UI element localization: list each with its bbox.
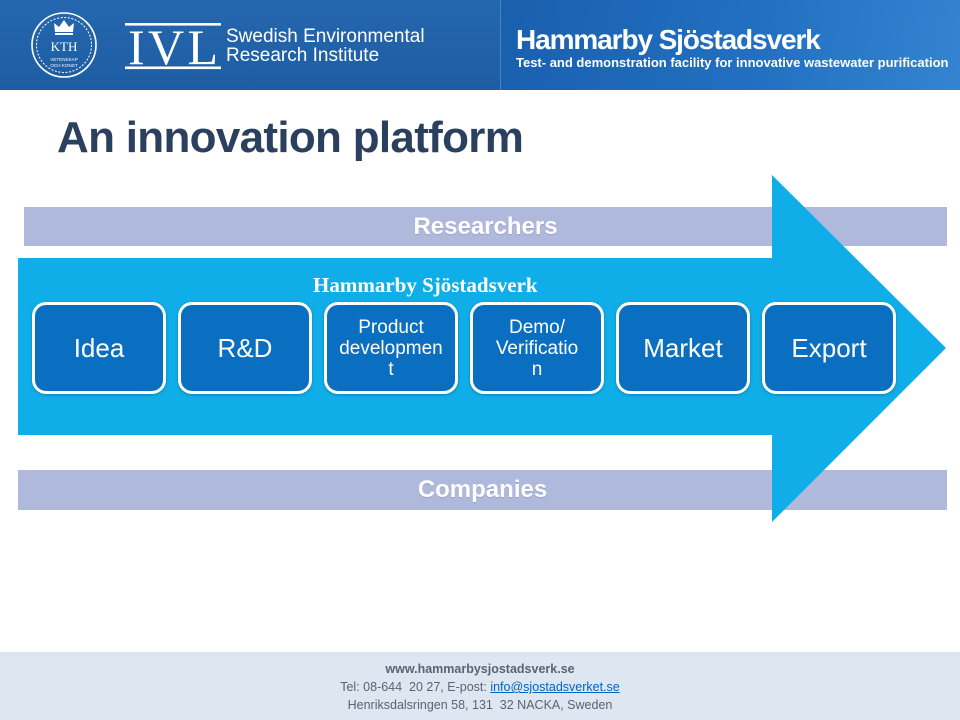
kth-motto-line2: OCH KONST (50, 63, 78, 68)
kth-seal-icon: KTH VETENSKAP OCH KONST (31, 12, 97, 78)
header-facility-panel (500, 0, 960, 90)
stage-label: Export (791, 333, 867, 363)
stage-label: Market (643, 333, 723, 363)
crown-icon (54, 20, 74, 32)
footer-contact-block: www.hammarbysjostadsverk.se Tel: 08-644 … (0, 660, 960, 714)
stage-label: Product development (339, 316, 443, 380)
ivl-logo-bottom-rule (125, 66, 221, 70)
crown-base (55, 33, 73, 35)
kth-mark: KTH (51, 39, 78, 54)
ivl-name-line2: Research Institute (226, 45, 380, 66)
seal-outer-ring (31, 12, 97, 78)
footer-website: www.hammarbysjostadsverk.se (385, 662, 575, 676)
arrow-label: Hammarby Sjöstadsverk (313, 273, 538, 297)
stage-market: Market (616, 302, 750, 394)
seal-wreath-ring (36, 17, 92, 73)
ivl-logo-top-rule (125, 23, 221, 26)
footer-address: Henriksdalsringen 58, 131 32 NACKA, Swed… (347, 698, 613, 712)
footer: www.hammarbysjostadsverk.se Tel: 08-644 … (0, 652, 960, 720)
ivl-logo: IVL (125, 20, 221, 72)
stage-label: Idea (73, 333, 125, 363)
ivl-mark-text: IVL (128, 20, 218, 72)
stage-product-development: Product development (324, 302, 458, 394)
stage-label: R&D (217, 333, 273, 363)
stage-export: Export (762, 302, 896, 394)
facility-title: Hammarby Sjöstadsverk (516, 24, 821, 55)
kth-motto-line1: VETENSKAP (50, 57, 78, 62)
ivl-name-line1: Swedish Environmental (226, 26, 425, 47)
stage-idea: Idea (32, 302, 166, 394)
stage-demo-verification: Demo/ Verification (470, 302, 604, 394)
ivl-institute-name: Swedish Environmental Research Institute (226, 27, 425, 65)
header-institutions-panel (0, 0, 500, 90)
email-link[interactable]: info@sjostadsverket.se (490, 680, 620, 694)
slide-title: An innovation platform (57, 113, 524, 162)
stage-label: Demo/ Verification (495, 316, 579, 380)
facility-tagline: Test- and demonstration facility for inn… (516, 55, 949, 70)
stage-r-and-d: R&D (178, 302, 312, 394)
footer-phone: Tel: 08-644 20 27, E-post: (340, 680, 491, 694)
footer-contact-line: Tel: 08-644 20 27, E-post: info@sjostads… (0, 678, 960, 696)
